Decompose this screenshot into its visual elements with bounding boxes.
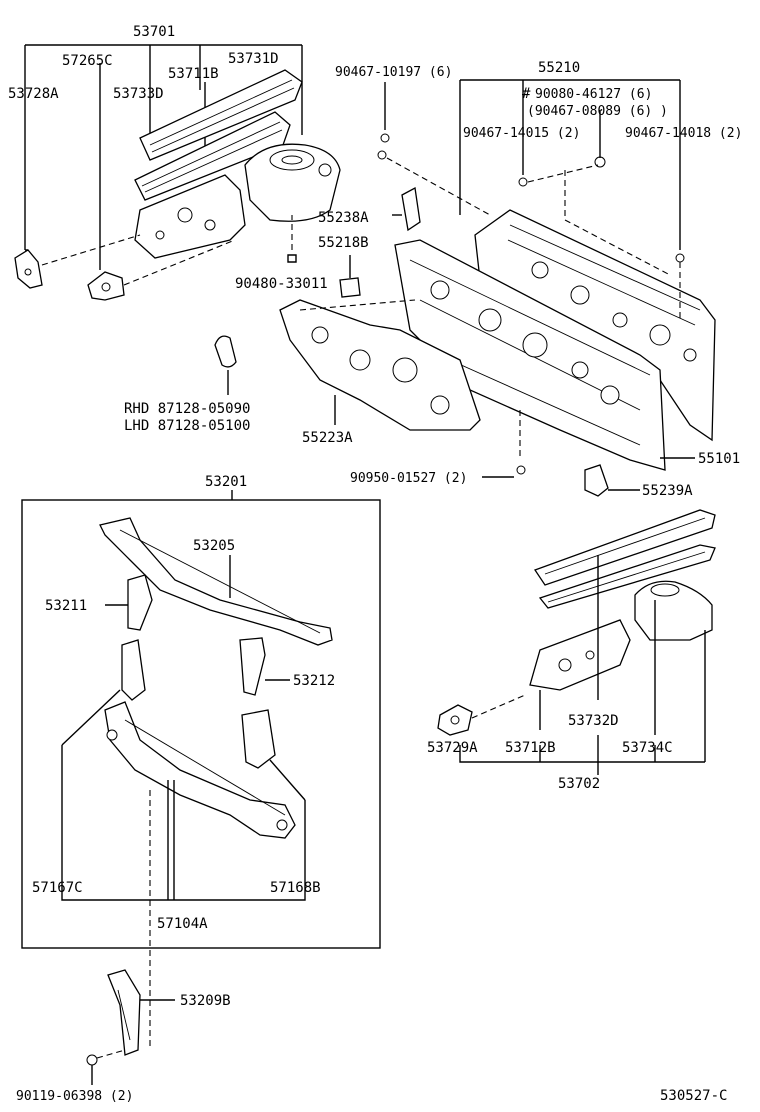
label-90080-46127: 90080-46127 (6) xyxy=(535,87,652,102)
label-53205: 53205 xyxy=(193,538,235,554)
label-55101: 55101 xyxy=(698,451,740,467)
upper-support-53205 xyxy=(99,517,333,646)
bracket-53212 xyxy=(239,637,266,696)
label-55239A: 55239A xyxy=(642,483,693,499)
brace-53209B xyxy=(86,969,175,1085)
label-53201: 53201 xyxy=(205,474,247,490)
apron-53712B xyxy=(529,619,631,691)
strut-tower-53731D xyxy=(244,143,341,222)
assembly-53201 xyxy=(21,490,381,1050)
bolt-90467-10197 xyxy=(377,82,390,160)
bracket-53211 xyxy=(127,574,153,631)
lower-support-57104A xyxy=(104,701,296,839)
label-53212: 53212 xyxy=(293,673,335,689)
labels: 53701 57265C 53731D 53711B 53728A 53733D… xyxy=(8,24,742,1104)
assembly-box-53201 xyxy=(21,499,381,949)
grommet-87128 xyxy=(214,335,237,368)
label-55223A: 55223A xyxy=(302,430,353,446)
label-90467-14015: 90467-14015 (2) xyxy=(463,126,580,141)
brace-part-53209B xyxy=(107,969,141,1056)
dash-panel-group xyxy=(214,79,716,497)
silencer-55223A xyxy=(279,299,481,431)
label-53209B: 53209B xyxy=(180,993,231,1009)
label-53734C: 53734C xyxy=(622,740,673,756)
label-57167C: 57167C xyxy=(32,880,83,896)
assembly-53702 xyxy=(437,509,716,775)
assembly-53701 xyxy=(14,44,341,301)
bracket-55238A xyxy=(401,186,421,232)
bracket-55239A xyxy=(584,464,609,497)
label-55218B: 55218B xyxy=(318,235,369,251)
bolt-90080-46127 xyxy=(594,110,606,168)
clip-90480-33011 xyxy=(287,254,297,263)
label-90467-14018: 90467-14018 (2) xyxy=(625,126,742,141)
label-53211: 53211 xyxy=(45,598,87,614)
bracket-57167C xyxy=(121,639,146,701)
label-53731D: 53731D xyxy=(228,51,279,67)
label-90119-06398: 90119-06398 (2) xyxy=(16,1089,133,1104)
label-57104A: 57104A xyxy=(157,916,208,932)
label-57168B: 57168B xyxy=(270,880,321,896)
leader-55210 xyxy=(459,79,681,250)
bolt-90467-14018 xyxy=(675,253,685,263)
label-rhd: RHD 87128-05090 xyxy=(124,401,250,417)
label-57265C: 57265C xyxy=(62,53,113,69)
label-55238A: 55238A xyxy=(318,210,369,226)
label-53701: 53701 xyxy=(133,24,175,40)
strut-tower-53734C xyxy=(634,580,713,641)
cowl-top-panel xyxy=(139,69,303,161)
label-90950-01527: 90950-01527 (2) xyxy=(350,471,467,486)
pad-55218B xyxy=(339,277,361,298)
label-90467-10197: 90467-10197 (6) xyxy=(335,65,452,80)
bolt-90467-14015 xyxy=(518,177,528,187)
label-90480-33011: 90480-33011 xyxy=(235,276,328,292)
label-90467-08089: (90467-08089 (6) ) xyxy=(527,104,668,119)
label-53712B: 53712B xyxy=(505,740,556,756)
cowl-inner-panel xyxy=(134,111,291,201)
bracket-57168B xyxy=(241,709,276,769)
label-53702: 53702 xyxy=(558,776,600,792)
label-55210: 55210 xyxy=(538,60,580,76)
drawing-number: 530527-C xyxy=(660,1088,727,1104)
label-53711B: 53711B xyxy=(168,66,219,82)
label-53733D: 53733D xyxy=(113,86,164,102)
label-53728A: 53728A xyxy=(8,86,59,102)
label-53729A: 53729A xyxy=(427,740,478,756)
leader-53701 xyxy=(24,44,303,251)
label-lhd: LHD 87128-05100 xyxy=(124,418,250,434)
label-53732D: 53732D xyxy=(568,713,619,729)
hash-mark: # xyxy=(522,86,531,102)
cowl-panel-53732D xyxy=(534,509,716,586)
